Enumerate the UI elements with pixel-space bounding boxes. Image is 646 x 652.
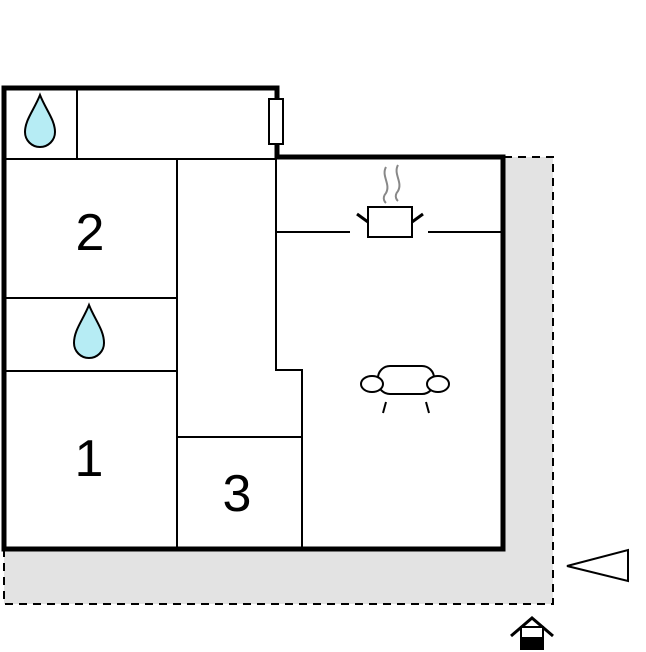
interior-walls xyxy=(4,88,503,549)
room-label-2: 2 xyxy=(76,204,105,262)
terrace-area xyxy=(3,156,554,605)
room-label-3: 3 xyxy=(223,465,252,523)
door xyxy=(268,98,284,145)
cooking-pot-icon xyxy=(356,164,424,238)
water-drop-icon xyxy=(23,92,57,148)
exterior-walls xyxy=(1,85,506,552)
direction-triangle-icon xyxy=(566,548,629,583)
room-label-1: 1 xyxy=(75,430,104,488)
water-drop-icon xyxy=(72,302,106,359)
entrance-house-icon xyxy=(510,616,554,650)
sofa-icon xyxy=(360,365,450,414)
